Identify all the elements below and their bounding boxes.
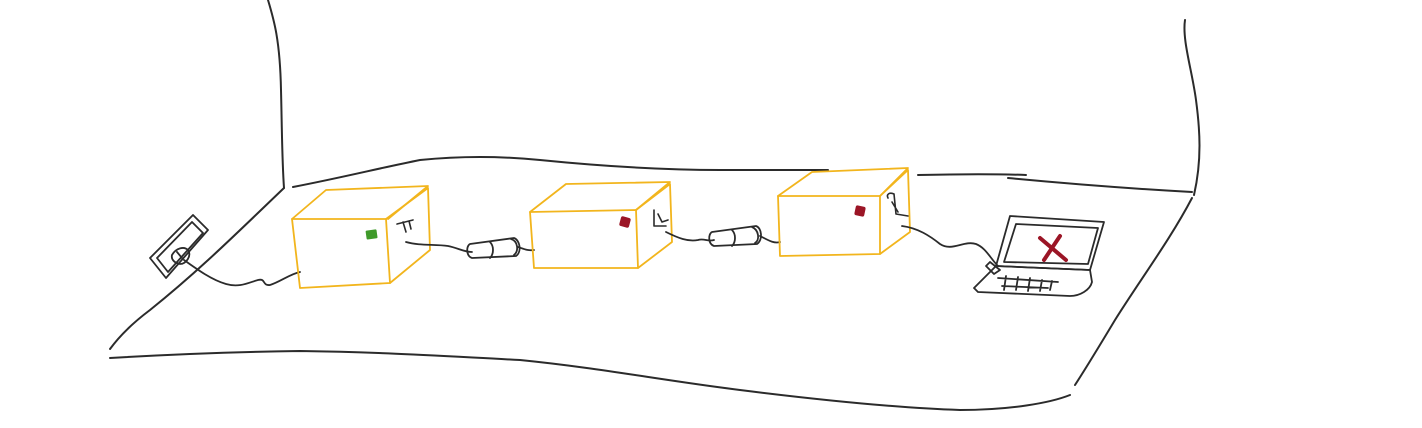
- power-line-adapter-3: [778, 168, 910, 256]
- coupler-1-cap: [511, 239, 517, 255]
- cable-coupler2-to-adapter3: [760, 236, 780, 243]
- outlet-cable: [184, 260, 300, 285]
- adapter-1-side: [386, 188, 430, 283]
- adapter-1-status-led: [365, 229, 377, 239]
- adapter-3-top: [778, 168, 908, 196]
- coupler-2-seam: [732, 230, 735, 246]
- back-floor-line-2: [918, 174, 1026, 175]
- right-wall-edge: [1184, 20, 1199, 195]
- coupler-1-seam: [490, 242, 493, 258]
- room-outline: [110, 0, 1200, 410]
- adapter-1-port-icon: [397, 220, 413, 232]
- right-floor-edge: [1075, 198, 1192, 385]
- left-wall-edge: [268, 0, 284, 188]
- adapter-3-port-icon: [887, 193, 908, 216]
- adapter-1-front: [292, 219, 390, 288]
- adapter-2-port-icon: [654, 210, 668, 226]
- power-line-adapter-2: [530, 182, 672, 268]
- laptop-screen-inner: [1004, 224, 1098, 264]
- front-floor-line: [110, 351, 1070, 410]
- adapter-2-status-led: [619, 216, 631, 228]
- coupler-2-cap: [752, 227, 758, 243]
- cable-adapter3-to-laptop: [902, 226, 998, 266]
- back-floor-line-3: [1008, 178, 1192, 192]
- cross-icon: [1040, 236, 1066, 260]
- power-line-adapter-1: [292, 186, 430, 288]
- laptop: [974, 216, 1104, 296]
- adapter-3-front: [778, 196, 880, 256]
- cable-coupler-2: [709, 226, 761, 246]
- laptop-keyboard: [998, 276, 1058, 291]
- cable-adapter1-to-coupler1: [406, 242, 472, 252]
- cable-adapter2-to-coupler2: [666, 232, 714, 241]
- back-floor-line: [293, 157, 828, 187]
- adapter-3-status-led: [854, 205, 866, 217]
- wall-outlet: [150, 215, 300, 285]
- adapter-2-top: [530, 182, 670, 212]
- cable-coupler-1: [467, 238, 519, 258]
